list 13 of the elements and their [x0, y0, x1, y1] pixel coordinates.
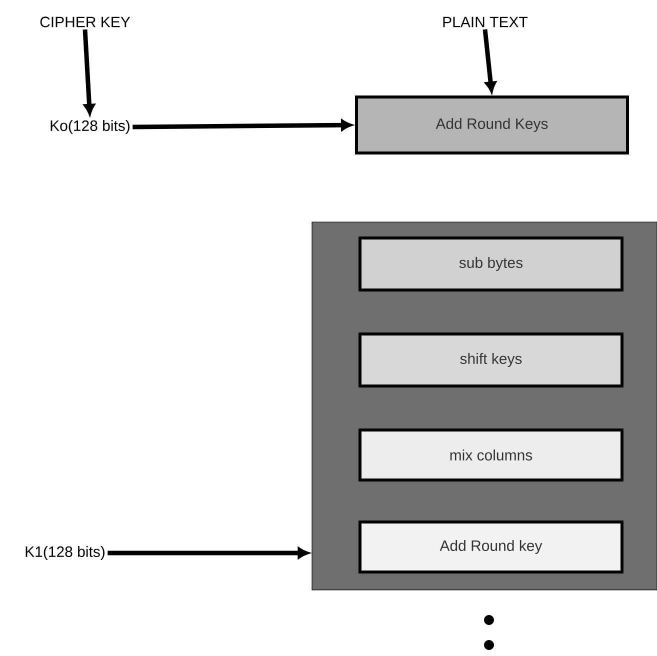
arrow	[482, 29, 496, 92]
label-text: CIPHER KEY	[40, 16, 130, 28]
process-box: sub bytes	[358, 236, 624, 292]
arrow	[82, 29, 95, 115]
process-box: Add Round Keys	[355, 96, 629, 154]
arrow	[132, 120, 352, 131]
label-text: PLAIN TEXT	[443, 16, 528, 28]
arrow	[108, 547, 309, 559]
process-box: shift keys	[358, 332, 624, 388]
label-text: Ko(128 bits)	[50, 120, 130, 134]
process-box: mix columns	[358, 428, 624, 482]
process-box: Add Round key	[358, 520, 624, 574]
label-text: K1(128 bits)	[26, 546, 104, 560]
